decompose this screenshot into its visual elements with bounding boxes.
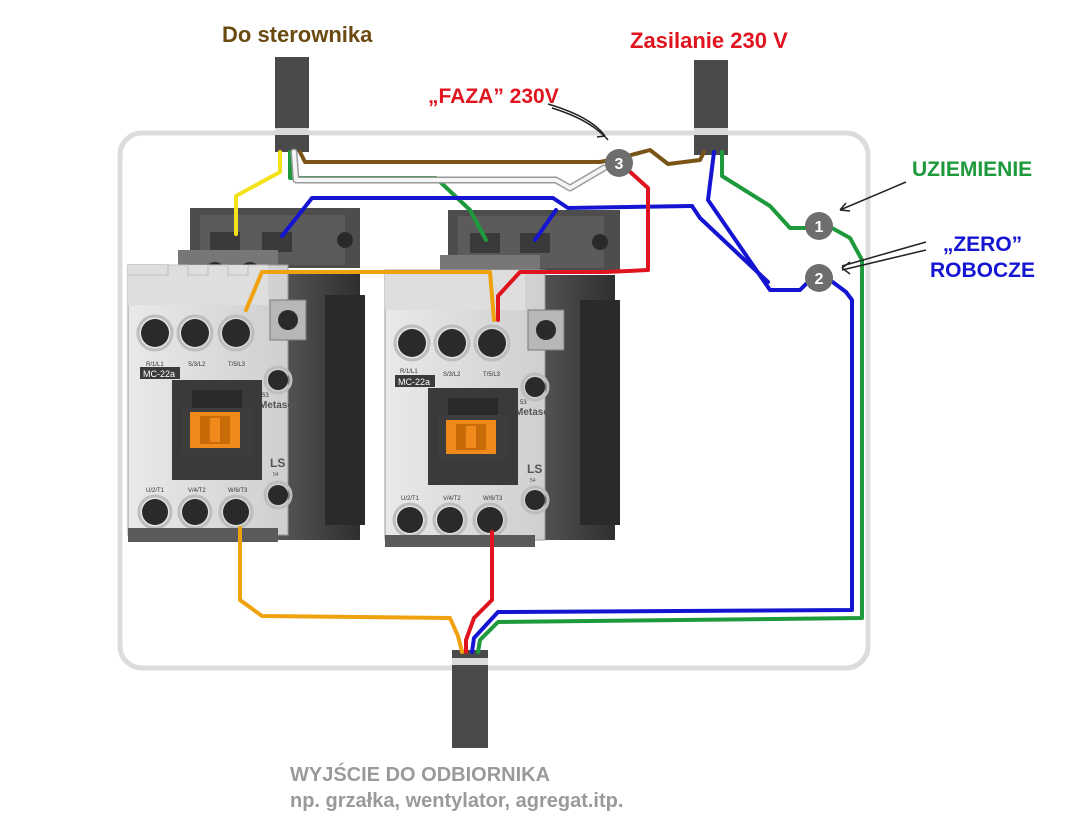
wire-blue-supply: [706, 150, 814, 292]
terminal-label-w6: W/6/T3: [228, 488, 248, 494]
terminal-number-1: 1: [815, 219, 824, 236]
label-output: WYJŚCIE DO ODBIORNIKA np. grzałka, wenty…: [290, 762, 623, 814]
terminal-marker-1: 1: [805, 212, 833, 240]
terminal-label-v4: V/4/T2: [188, 488, 206, 494]
output-cable: [452, 650, 488, 748]
terminal-marker-2: 2: [805, 264, 833, 292]
ground-pointer: [839, 181, 907, 212]
terminal-label-r1: R/1/L1: [146, 362, 164, 368]
terminal-number-3: 3: [615, 156, 624, 173]
maker-logo: LS: [527, 462, 542, 476]
terminal-label-u2: U/2/T1: [401, 496, 420, 502]
supply-cable: [694, 60, 728, 155]
terminal-number-2: 2: [815, 271, 824, 288]
label-output-line2: np. grzałka, wentylator, agregat.itp.: [290, 790, 624, 812]
aux-label: 53: [520, 400, 527, 406]
wire-blue-top: [280, 196, 694, 238]
terminal-label-s3: S/3/L2: [443, 372, 461, 378]
wire-blue-supply-2: [690, 204, 770, 284]
wire-red-out: [464, 530, 494, 654]
brand-label: Metasol: [515, 407, 552, 418]
zero-pointer: [841, 241, 927, 275]
wire-green-supply: [720, 150, 810, 230]
label-ground: UZIEMIENIE: [912, 158, 1033, 181]
wire-orange-out: [238, 526, 464, 654]
contactor-right: R/1/L1 S/3/L2 T/5/L3 MC-22a 53 Metasol L…: [384, 210, 620, 547]
contactor-model: MC-22a: [143, 369, 175, 379]
wire-brown: [298, 148, 706, 166]
aux-label: 53: [262, 393, 269, 399]
label-phase: „FAZA” 230V: [428, 85, 559, 108]
terminal-label-t5: T/5/L3: [228, 362, 246, 368]
label-neutral-line2: ROBOCZE: [930, 259, 1035, 282]
contactor-left: R/1/L1 S/3/L2 T/5/L3 MC-22a 53 Metasol L…: [127, 208, 365, 542]
wire-red-phase: [496, 168, 650, 322]
label-to-controller: Do sterownika: [222, 22, 373, 47]
maker-logo: LS: [270, 456, 285, 470]
terminal-label-v4: V/4/T2: [443, 496, 461, 502]
label-neutral-line1: „ZERO”: [942, 233, 1023, 256]
aux-label-2: 54: [530, 478, 536, 484]
enclosure-box: [117, 130, 871, 671]
label-output-line1: WYJŚCIE DO ODBIORNIKA: [290, 764, 551, 786]
wire-blue-main: [470, 278, 854, 654]
wire-yellow: [234, 150, 282, 236]
controller-cable: [275, 57, 309, 152]
wire-green-main: [476, 226, 864, 654]
contactor-model: MC-22a: [398, 377, 430, 387]
terminal-label-s3: S/3/L2: [188, 362, 206, 368]
label-power-supply: Zasilanie 230 V: [630, 28, 788, 53]
terminal-label-r1: R/1/L1: [400, 369, 418, 375]
brand-label: Metasol: [259, 400, 296, 411]
terminal-label-t5: T/5/L3: [483, 372, 501, 378]
terminal-marker-3: 3: [605, 149, 633, 177]
wire-orange-top: [244, 270, 496, 322]
aux-label-2: 54: [273, 472, 279, 478]
label-neutral: „ZERO” ROBOCZE: [930, 232, 1035, 284]
terminal-label-u2: U/2/T1: [146, 488, 165, 494]
terminal-label-w6: W/6/T3: [483, 496, 503, 502]
